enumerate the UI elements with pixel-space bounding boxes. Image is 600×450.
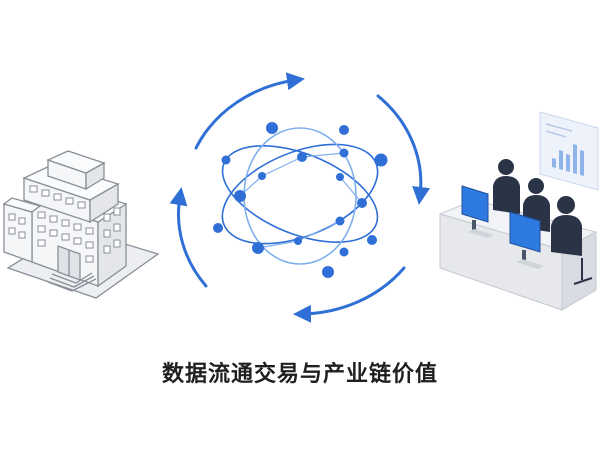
arrow-bottom [293, 266, 406, 323]
arrow-top [194, 72, 305, 150]
monitor-icon [509, 211, 541, 260]
arrow-left [169, 187, 208, 288]
workstation-team-icon [438, 159, 598, 311]
chair-icon [573, 258, 593, 285]
bar-chart-dashboard-icon [539, 111, 599, 191]
arrow-right [376, 94, 431, 205]
building-windows [8, 185, 121, 263]
monitor-icon [461, 185, 489, 230]
diagram-caption: 数据流通交易与产业链价值 [161, 362, 438, 387]
data-network-icon [213, 122, 388, 278]
circular-arrows-icon [169, 72, 431, 323]
person-icon [551, 196, 582, 256]
person-icon [493, 159, 520, 214]
